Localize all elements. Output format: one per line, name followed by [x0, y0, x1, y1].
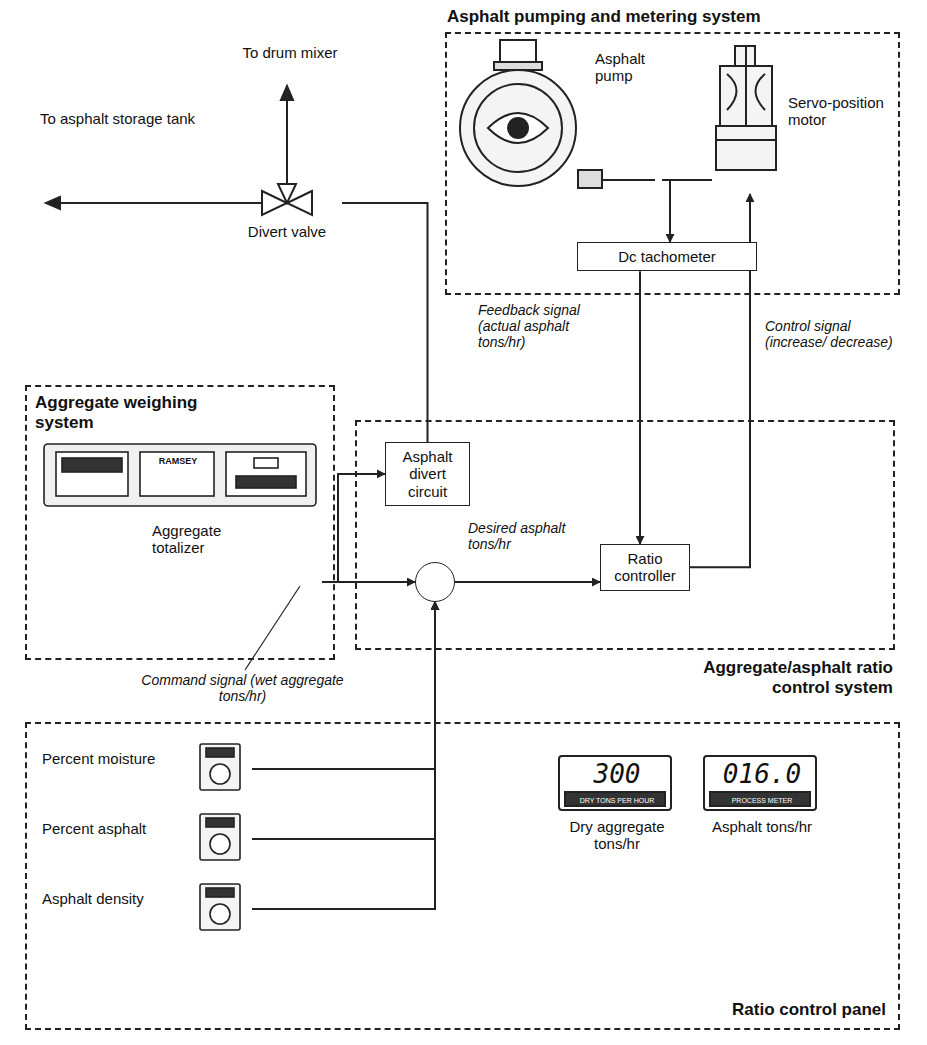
- system-region: Aggregate weighing systemAggregate total…: [25, 385, 335, 660]
- outlet-pipes: [281, 86, 293, 100]
- setpoint-dials: [206, 818, 234, 827]
- servo-motor-drawing: [716, 126, 776, 170]
- node-label: Asphalt tons/hr: [702, 818, 822, 835]
- totalizer-panel: [236, 476, 296, 488]
- summing-junction: [415, 562, 455, 602]
- node-label: Asphalt pump: [595, 50, 659, 85]
- divert-valve-symbol: [262, 184, 312, 215]
- led-displays: [559, 756, 671, 810]
- setpoint-dials: [200, 814, 240, 860]
- setpoint-dials: [210, 834, 230, 854]
- servo-motor-drawing: [716, 139, 776, 141]
- node-label: Aggregate totalizer: [152, 522, 272, 557]
- asphalt-pump-drawing: [460, 70, 576, 186]
- signal-label: Feedback signal (actual asphalt tons/hr): [478, 302, 608, 350]
- servo-motor-drawing: [716, 46, 776, 170]
- node-label: Servo-position motor: [788, 94, 888, 129]
- totalizer-panel: [44, 444, 316, 506]
- node-label: Divert valve: [232, 223, 342, 240]
- node-label: Percent moisture: [42, 750, 192, 767]
- node-label: PROCESS METER: [712, 796, 812, 806]
- signal-line: [342, 203, 428, 442]
- node-label: 016.0: [712, 760, 812, 790]
- signal-label: Control signal (increase/ decrease): [765, 318, 895, 350]
- totalizer-panel: [254, 458, 278, 468]
- valve-unit: Divert valve: [232, 183, 342, 245]
- setpoint-dial: Percent moisture: [42, 744, 252, 794]
- system-region: Asphalt pumping and metering systemAspha…: [445, 32, 900, 295]
- signal-line: [639, 271, 641, 544]
- setpoint-dials: [210, 904, 230, 924]
- asphalt-pump-drawing: [494, 62, 542, 70]
- system-region: Aggregate/asphalt ratio control systemAs…: [355, 420, 895, 650]
- setpoint-dials: [200, 744, 240, 790]
- setpoint-dials: [200, 744, 240, 930]
- led-displays: [704, 756, 816, 810]
- divert-valve-symbol: [278, 184, 296, 203]
- totalizer-panel: [44, 444, 316, 506]
- setpoint-dials: [206, 888, 234, 897]
- setpoint-dials: [200, 884, 240, 930]
- totalizer-panel: [226, 452, 306, 496]
- region-heading: Aggregate/asphalt ratio control system: [643, 658, 893, 697]
- brand-label: RAMSEY: [148, 456, 208, 466]
- asphalt-pump-drawing: [602, 179, 655, 181]
- region-heading: Asphalt pumping and metering system: [447, 7, 761, 27]
- process-box: Asphalt divert circuit: [385, 442, 470, 506]
- led-displays: [559, 756, 816, 810]
- asphalt-pump-drawing: [578, 170, 602, 188]
- process-box: Ratio controller: [600, 544, 690, 591]
- signal-line: [252, 602, 435, 839]
- node-label: Dc tachometer: [618, 248, 716, 265]
- leader-line: [245, 586, 300, 670]
- node-label: Ratio controller: [607, 550, 683, 585]
- asphalt-pump-drawing: [508, 118, 528, 138]
- signal-label: Command signal (wet aggregate tons/hr): [135, 672, 350, 704]
- panel-region: Ratio control panel Percent moisturePerce…: [25, 722, 900, 1030]
- region-heading: Ratio control panel: [732, 1000, 886, 1020]
- totalizer-panel: [62, 458, 122, 472]
- digital-display: 300DRY TONS PER HOUR Dry aggregate tons/h…: [557, 754, 677, 874]
- node-label: Dry aggregate tons/hr: [557, 818, 677, 853]
- setpoint-dial: Asphalt density: [42, 884, 252, 934]
- node-label: Percent asphalt: [42, 820, 192, 837]
- outlet-pipes: [46, 197, 60, 209]
- outlet-pipes: [286, 98, 288, 184]
- outlet-label: To asphalt storage tank: [40, 110, 200, 127]
- node-label: 300: [567, 760, 667, 790]
- node-label: Asphalt divert circuit: [392, 448, 463, 500]
- node-label: DRY TONS PER HOUR: [567, 796, 667, 806]
- asphalt-pump-drawing: [488, 113, 548, 143]
- signal-line: [322, 474, 385, 582]
- region-heading: Aggregate weighing system: [35, 393, 235, 432]
- servo-motor-drawing: [745, 46, 747, 126]
- outlet-pipes: [58, 202, 262, 204]
- servo-motor-unit: Servo-position motor: [712, 44, 897, 194]
- setpoint-dials: [210, 764, 230, 784]
- pump-unit: Asphalt pump: [457, 40, 662, 200]
- outlet-pipes: [46, 86, 293, 209]
- setpoint-dials: [206, 748, 234, 757]
- signal-line: [455, 581, 600, 583]
- leader-line: [245, 586, 300, 670]
- asphalt-pump-drawing: [474, 84, 562, 172]
- setpoint-dial: Percent asphalt: [42, 814, 252, 864]
- outlet-label: To drum mixer: [230, 44, 350, 61]
- signal-line: [662, 180, 670, 242]
- signal-label: Desired asphalt tons/hr: [468, 520, 588, 552]
- process-box: Dc tachometer: [577, 242, 757, 271]
- digital-display: 016.0PROCESS METER Asphalt tons/hr: [702, 754, 822, 874]
- totalizer-panel: [140, 452, 214, 496]
- node-label: Asphalt density: [42, 890, 192, 907]
- totalizer-panel: [56, 452, 128, 496]
